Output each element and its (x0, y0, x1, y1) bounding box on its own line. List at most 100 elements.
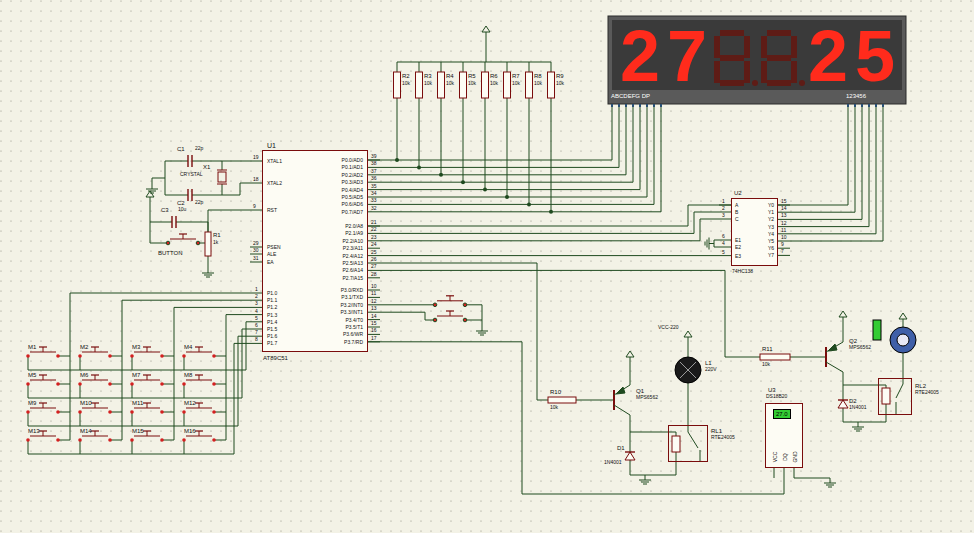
digit-readout: 25 (808, 20, 902, 92)
pin-name: P3.7/RD (344, 340, 363, 345)
keypad-switches (182, 431, 226, 454)
pin-name: Y6 (768, 246, 774, 251)
switch-label: M16 (184, 428, 196, 434)
switch-label: M15 (132, 428, 144, 434)
pin-name: XTAL2 (267, 181, 282, 186)
pin-number: 5 (255, 316, 258, 321)
part-value: AT89C51 (263, 355, 288, 361)
pin-legend: ABCDEFG DP (611, 93, 650, 99)
motor-driver (873, 320, 881, 340)
motor-driver (380, 270, 826, 357)
part-value: MPS6562 (849, 345, 871, 350)
pin-stubs (250, 161, 262, 343)
pin-number: 21 (371, 220, 377, 225)
pin-name: P2.6/A14 (342, 268, 363, 273)
pin-name: Y4 (768, 232, 774, 237)
part-ref: R5 (468, 73, 476, 79)
pin-name: P3.2/INT0 (340, 303, 363, 308)
part-ref: RL2 (915, 383, 926, 389)
lamp-driver (672, 436, 680, 452)
signal-wire (778, 104, 848, 205)
lamp-driver (625, 451, 635, 452)
part-ref: Q1 (636, 388, 644, 394)
signal-wire (368, 104, 612, 160)
resistor-array (395, 158, 553, 214)
lamp-driver (616, 387, 625, 394)
lamp-driver (684, 331, 692, 345)
part-value: 10u (178, 207, 186, 212)
pin-name: C (735, 217, 739, 222)
pin-number: 24 (371, 242, 377, 247)
part-ref: U1 (267, 142, 276, 149)
crystal-circuit (152, 161, 250, 195)
decoder-wires (790, 104, 883, 241)
keypad-wires (28, 293, 250, 454)
reset-circuit (146, 191, 154, 205)
switch-label: M5 (28, 372, 36, 378)
keypad-wires (70, 293, 250, 440)
part-ref: U3 (768, 387, 776, 393)
resistor-array (504, 72, 511, 98)
switch-label: M9 (28, 400, 36, 406)
pin-name: E1 (735, 238, 741, 243)
lamp-driver (675, 357, 701, 383)
reset-circuit (172, 216, 176, 228)
pin-name: P1.5 (267, 327, 277, 332)
pin-name: P1.0 (267, 291, 277, 296)
pin-name: Y1 (768, 210, 774, 215)
switch-label: M11 (132, 400, 143, 406)
pin-name: P3.6/WR (343, 332, 363, 337)
pin-number: 4 (722, 241, 725, 246)
pin-number: 18 (253, 177, 259, 182)
pin-name: P1.1 (267, 298, 277, 303)
part-ref: R8 (534, 73, 542, 79)
temperature-sensor: U3DS18B2027.0VCCDQGND (765, 403, 803, 468)
part-ref: X1 (203, 164, 210, 170)
part-value: 10k (512, 81, 520, 86)
switch-label: M1 (28, 344, 36, 350)
decoder-wires (705, 238, 709, 250)
microcontroller-chip: U1AT89C51XTAL1XTAL2RSTPSENALEEAP0.0/AD0P… (262, 150, 368, 352)
pin-number: 5 (722, 250, 725, 255)
resistor-array (397, 40, 551, 62)
pin-name: P1.6 (267, 334, 277, 339)
part-value: 10k (490, 81, 498, 86)
pin-number: 26 (371, 257, 377, 262)
part-ref: L1 (705, 360, 712, 366)
pin-number: 4 (255, 309, 258, 314)
switch-label: M4 (184, 344, 192, 350)
pin-name: P0.4/AD4 (342, 188, 363, 193)
motor-driver (896, 353, 903, 415)
keypad-switches (182, 403, 226, 426)
crystal-circuit (146, 184, 158, 193)
keypad-switches (26, 403, 70, 426)
pin-number: 1 (722, 199, 725, 204)
supply-label: VCC-220 (658, 325, 679, 330)
keypad-switches (26, 431, 70, 454)
resistor-array (482, 72, 489, 98)
pin-number: 31 (253, 256, 259, 261)
lamp-driver (680, 362, 696, 378)
pin-number: 7 (781, 249, 784, 254)
pin-name: P0.0/AD0 (342, 158, 363, 163)
switch-label: M13 (28, 428, 40, 434)
pin-number: 8 (255, 337, 258, 342)
keypad-switches (78, 431, 122, 454)
part-value: RTE24005 (915, 390, 939, 395)
pin-number: 13 (371, 306, 377, 311)
pin-name: P3.1/TXD (341, 295, 363, 300)
pin-number: 1 (255, 287, 258, 292)
part-value: 10k (424, 81, 432, 86)
pin-number: 17 (371, 336, 377, 341)
interrupt-buttons (476, 326, 488, 335)
motor-driver (899, 313, 907, 327)
pin-stubs (368, 226, 380, 278)
pin-name: P3.3/INT1 (340, 310, 363, 315)
interrupt-buttons (433, 311, 467, 322)
part-value: 22p (195, 146, 203, 151)
part-value: CRYSTAL (180, 172, 203, 177)
keypad-switches (182, 375, 226, 398)
resistor-array (548, 72, 555, 98)
lamp-driver (625, 452, 635, 460)
